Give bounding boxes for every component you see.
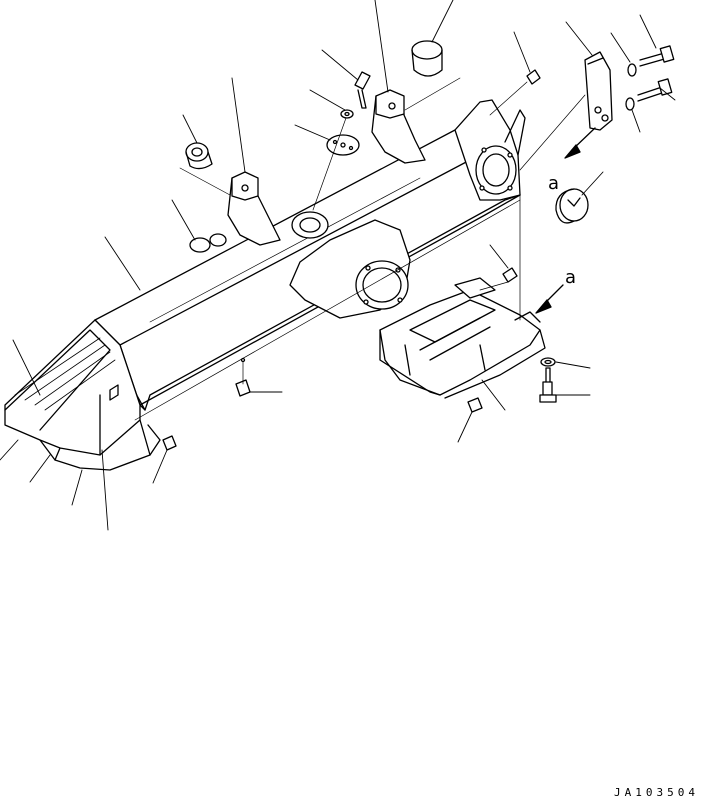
bushing-right <box>555 188 589 224</box>
guard-assembly <box>379 277 546 399</box>
front-plug <box>162 435 177 451</box>
idler-housing <box>454 99 526 201</box>
assembly-lines <box>134 77 586 421</box>
view-label-guard: a <box>565 267 576 288</box>
view-arrow-top <box>564 127 596 159</box>
guard-plug <box>467 397 483 413</box>
guard-washer <box>540 357 556 367</box>
bushing-left <box>185 142 213 170</box>
leader-lines <box>0 0 676 531</box>
track-frame <box>4 127 521 471</box>
plug-guard <box>502 267 518 283</box>
view-arrow-guard <box>535 284 564 314</box>
mounting-bracket-plate <box>584 51 613 131</box>
guard-bolt <box>539 367 557 403</box>
cover-plate <box>326 134 360 156</box>
frame-port <box>291 211 329 239</box>
bushing-top <box>411 40 443 77</box>
plug-small-top <box>526 69 541 85</box>
washers-bracket <box>625 63 637 111</box>
frame-side-port <box>189 233 227 253</box>
pivot-mount-housing <box>289 219 411 319</box>
carrier-roller-bracket-left <box>227 171 281 246</box>
bolt-top <box>354 71 371 109</box>
carrier-roller-bracket-right <box>371 89 426 164</box>
view-label-top: a <box>548 173 559 194</box>
bolts-bracket <box>637 45 675 102</box>
washer-top <box>340 109 354 119</box>
drawing-code: JA103504 <box>614 786 699 799</box>
